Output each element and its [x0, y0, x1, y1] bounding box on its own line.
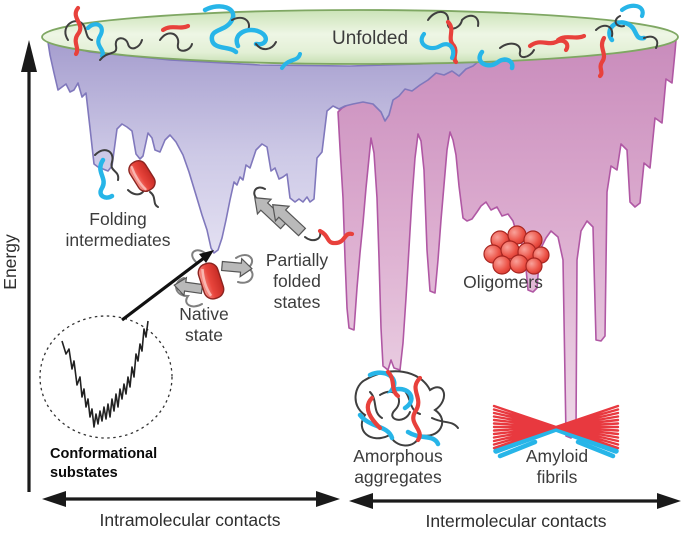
energy-axis: Energy [0, 40, 37, 492]
folding-intermediate-icon [94, 149, 159, 208]
svg-text:Native: Native [179, 304, 229, 324]
intramolecular-contacts-axis: Intramolecular contacts [42, 491, 340, 530]
native-state-label: Native state [179, 304, 229, 345]
svg-text:substates: substates [50, 465, 118, 481]
folding-intermediates-label: Folding intermediates [65, 209, 170, 250]
oligomers-label: Oligomers [463, 272, 543, 292]
partially-folded-label: Partially folded states [266, 250, 328, 312]
intermolecular-contacts-axis: Intermolecular contacts [349, 493, 681, 531]
amorphous-aggregates-label: Amorphous aggregates [353, 446, 443, 487]
amyloid-fibril-icon [492, 404, 620, 459]
unfolded-chain-icon [64, 5, 143, 61]
intramolecular-funnel [47, 41, 481, 254]
native-state-icon [173, 249, 254, 308]
inset-to-native-arrow [121, 250, 214, 322]
oligomers-icon [483, 225, 550, 275]
svg-text:fibrils: fibrils [537, 467, 578, 487]
energy-axis-label: Energy [0, 234, 20, 290]
unfolded-chain-icon [419, 11, 480, 65]
right-arrowhead-icon [316, 491, 340, 507]
svg-text:folded: folded [273, 271, 321, 291]
amorphous-aggregate-icon [354, 369, 459, 447]
intermolecular-contacts-label: Intermolecular contacts [426, 511, 607, 531]
svg-text:Amyloid: Amyloid [526, 446, 588, 466]
svg-text:states: states [274, 292, 321, 312]
conformational-substates-label: Conformational substates [50, 446, 157, 481]
left-arrowhead-icon [349, 493, 373, 509]
svg-text:Folding: Folding [89, 209, 146, 229]
unfolded-chain-icon [477, 33, 587, 71]
intramolecular-contacts-label: Intramolecular contacts [100, 510, 281, 530]
partially-folded-icon [253, 186, 355, 246]
unfolded-surface [41, 9, 679, 65]
svg-text:Amorphous: Amorphous [353, 446, 443, 466]
unfolded-chain-icon [234, 27, 302, 70]
svg-text:Partially: Partially [266, 250, 328, 270]
unfolded-chain-icon [595, 3, 659, 79]
intermolecular-funnel [337, 39, 677, 439]
svg-text:aggregates: aggregates [354, 467, 442, 487]
amyloid-fibrils-label: Amyloid fibrils [526, 446, 588, 487]
svg-text:intermediates: intermediates [65, 230, 170, 250]
unfolded-label: Unfolded [332, 28, 408, 49]
energy-axis-arrowhead-icon [21, 40, 37, 72]
right-arrowhead-icon [657, 493, 681, 509]
conformational-substates-inset-icon [39, 315, 173, 439]
svg-text:state: state [185, 325, 223, 345]
left-arrowhead-icon [42, 491, 66, 507]
svg-text:Conformational: Conformational [50, 446, 157, 462]
